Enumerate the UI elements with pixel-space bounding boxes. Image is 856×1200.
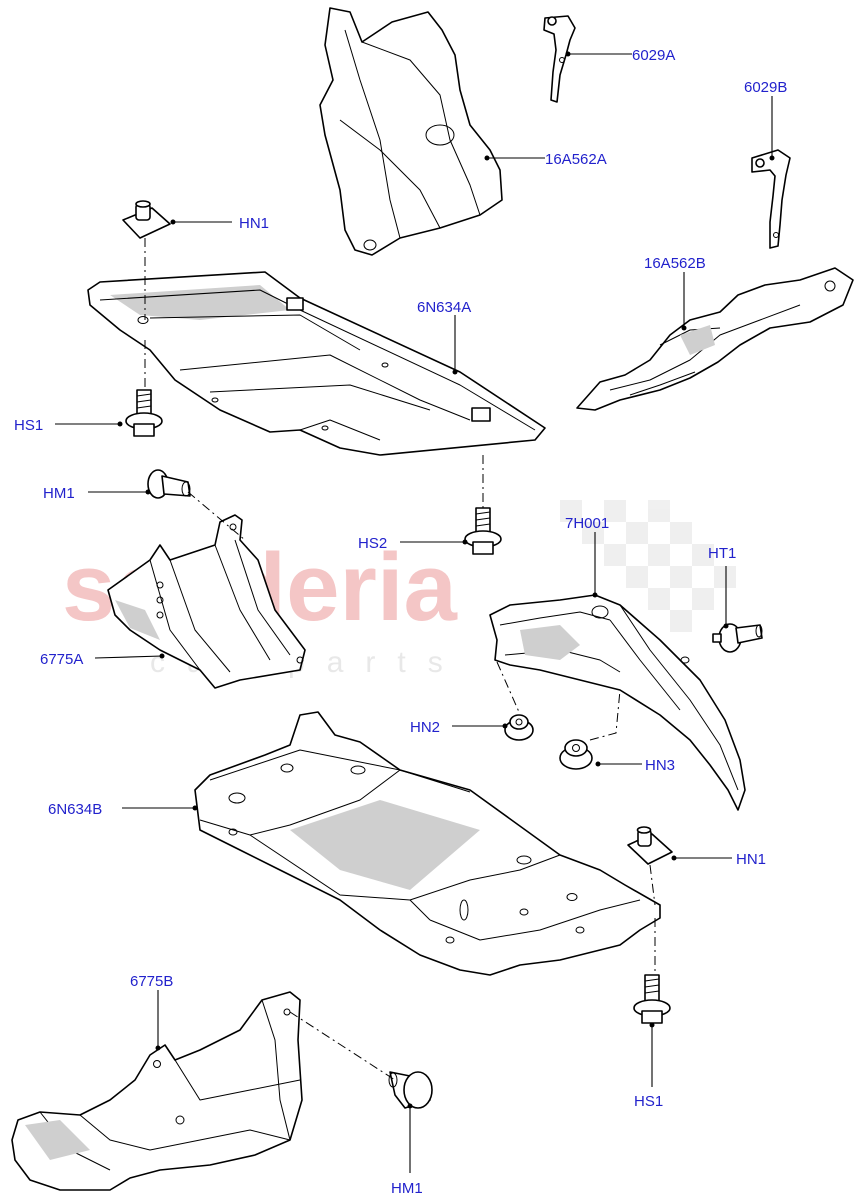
part-HS1-bottom [633,974,671,1024]
callout-labels: 6029A 6029B 16A562A HN1 6N634A 16A562B H… [14,47,787,1197]
label-HS1-top: HS1 [14,417,43,434]
part-HS1-top [125,389,163,437]
part-6775A [107,514,306,689]
checkered-flag [560,500,736,632]
part-HT1 [712,623,763,653]
label-HT1: HT1 [708,545,736,562]
label-HM1-top: HM1 [43,485,75,502]
part-HN1-bottom [627,826,673,865]
assembly-lines [144,238,656,1081]
label-HN3: HN3 [645,757,675,774]
label-6029B: 6029B [744,79,787,96]
label-HS2: HS2 [358,535,387,552]
part-7H001 [489,594,746,811]
label-6029A: 6029A [632,47,675,64]
part-HN1-top [122,200,171,239]
part-16A562B [576,267,854,411]
part-6775B [11,991,303,1191]
part-16A562A [319,7,503,256]
label-6775B: 6775B [130,973,173,990]
part-6N634B [194,711,661,976]
label-HS1-bottom: HS1 [634,1093,663,1110]
part-HM1-bottom [388,1071,433,1109]
part-HN2 [504,714,534,741]
label-7H001: 7H001 [565,515,609,532]
part-6029B [751,149,791,249]
part-HN3 [559,739,593,770]
label-HN1-bottom: HN1 [736,851,766,868]
label-16A562A: 16A562A [545,151,607,168]
label-6N634B: 6N634B [48,801,102,818]
label-6775A: 6775A [40,651,83,668]
label-HN1-top: HN1 [239,215,269,232]
label-16A562B: 16A562B [644,255,706,272]
label-HM1-bottom: HM1 [391,1180,423,1197]
label-HN2: HN2 [410,719,440,736]
label-6N634A: 6N634A [417,299,471,316]
part-HS2 [464,507,502,555]
leader-lines [55,51,775,1173]
part-6029A [543,15,576,103]
part-HM1-top [147,469,191,499]
part-6N634A [87,271,546,456]
